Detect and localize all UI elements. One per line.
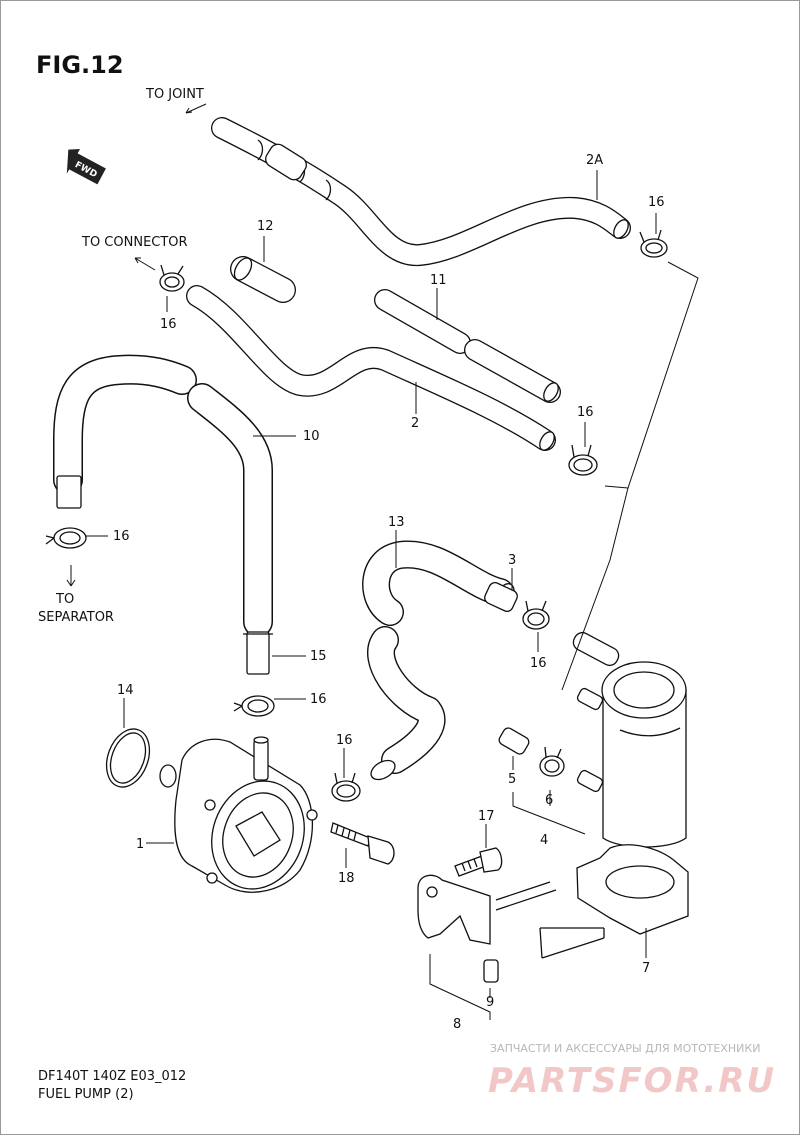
clamp-16-f	[233, 695, 275, 717]
callout-14: 14	[117, 683, 134, 698]
clamp-16-h	[539, 746, 565, 777]
callout-8: 8	[453, 1017, 461, 1032]
callout-3: 3	[508, 553, 516, 568]
to-connector-arrow-icon	[134, 257, 156, 271]
clamp-16-a	[639, 229, 668, 258]
callout-16-connector: 16	[160, 317, 177, 332]
callout-16-filter: 16	[530, 656, 547, 671]
callout-16-mid-right: 16	[577, 405, 594, 420]
fitting-3	[484, 582, 518, 612]
callout-10: 10	[303, 429, 320, 444]
callout-1: 1	[136, 837, 144, 852]
callout-16-pump: 16	[310, 692, 327, 707]
fuel-filter	[572, 631, 687, 848]
callout-18: 18	[338, 871, 355, 886]
fitting-5	[498, 727, 530, 755]
leader-lines	[86, 170, 699, 1020]
model-code: DF140T 140Z E03_012	[38, 1069, 186, 1084]
clamp-16-g	[331, 772, 361, 802]
hose-12	[230, 256, 296, 303]
fwd-arrow-icon: FWD	[66, 149, 106, 185]
callout-5: 5	[508, 772, 516, 787]
clamp-16-c	[568, 444, 598, 476]
hose-13	[362, 540, 515, 781]
callout-17: 17	[478, 809, 495, 824]
callout-2a: 2A	[586, 153, 603, 168]
hose-10	[53, 354, 273, 675]
o-ring-14	[105, 728, 151, 788]
bracket-8	[417, 874, 605, 983]
clamp-16-d	[45, 527, 87, 549]
fuel-pump-1	[159, 736, 318, 893]
bracket-7	[576, 844, 689, 935]
watermark-tagline: ЗАПЧАСТИ И АКСЕССУАРЫ ДЛЯ МОТОТЕХНИКИ	[490, 1042, 760, 1055]
callout-6: 6	[545, 793, 553, 808]
callout-16-top-right: 16	[648, 195, 665, 210]
hose-2	[186, 285, 556, 451]
callout-16-hose13: 16	[336, 733, 353, 748]
callout-13: 13	[388, 515, 405, 530]
watermark-brand: PARTSFOR.RU	[488, 1061, 776, 1101]
bolt-18	[330, 822, 395, 865]
figure-title: FIG.12	[36, 51, 124, 79]
to-joint-label: TO JOINT	[145, 87, 204, 102]
hose-11	[374, 289, 561, 403]
to-joint-arrow-icon	[185, 103, 207, 114]
to-connector-label: TO CONNECTOR	[81, 235, 188, 250]
clamp-16-e	[522, 600, 550, 630]
to-separator-label-line1: TO	[55, 592, 74, 607]
callout-11: 11	[430, 273, 447, 288]
to-separator-label-line2: SEPARATOR	[38, 610, 114, 625]
callout-16-separator: 16	[113, 529, 130, 544]
callout-9: 9	[486, 995, 494, 1010]
callout-2: 2	[411, 416, 419, 431]
to-separator-arrow-icon	[66, 565, 76, 587]
callout-7: 7	[642, 961, 650, 976]
figure-subtitle: FUEL PUMP (2)	[38, 1087, 134, 1102]
clamp-16-b	[159, 264, 185, 292]
hose-2a	[211, 117, 631, 267]
bolt-17	[454, 847, 503, 877]
callout-4: 4	[540, 833, 548, 848]
callout-15: 15	[310, 649, 327, 664]
callout-12: 12	[257, 219, 274, 234]
